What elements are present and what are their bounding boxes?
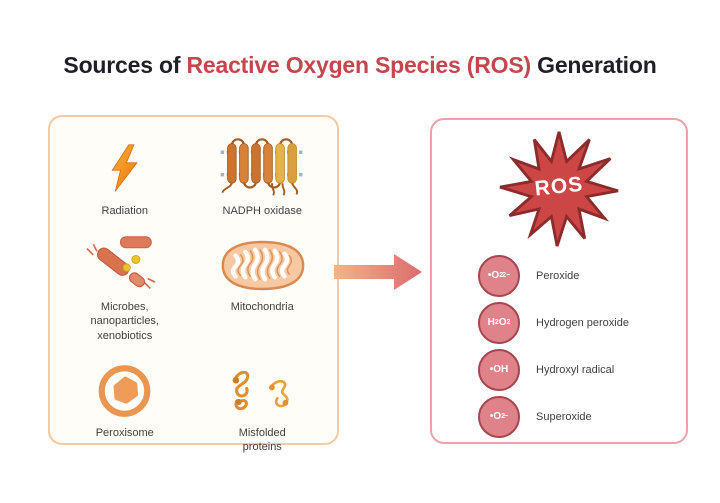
source-nadph-oxidase: NADPH oxidase xyxy=(194,135,332,235)
page-title: Sources of Reactive Oxygen Species (ROS)… xyxy=(0,52,720,79)
species-label: Superoxide xyxy=(536,410,592,423)
ros-star-label: ROS xyxy=(533,172,585,201)
species-row-hydroxyl-radical: •OH Hydroxyl radical xyxy=(478,348,686,391)
hydroxyl-radical-formula-badge: •OH xyxy=(478,348,520,391)
source-mitochondria: Mitochondria xyxy=(194,235,332,363)
source-label: NADPH oxidase xyxy=(222,205,302,217)
source-radiation: Radiation xyxy=(56,135,194,235)
title-suffix: Generation xyxy=(530,52,657,78)
mitochondrion-icon xyxy=(215,235,309,293)
source-label: Misfolded proteins xyxy=(238,427,286,454)
title-highlight: Reactive Oxygen Species (ROS) xyxy=(186,52,531,78)
species-label: Peroxide xyxy=(536,269,580,282)
species-label: Hydroxyl radical xyxy=(536,363,615,376)
starburst-icon xyxy=(499,131,619,247)
lightning-bolt-icon xyxy=(107,135,143,197)
title-prefix: Sources of xyxy=(63,52,187,78)
protein-squiggle-icon xyxy=(225,363,299,419)
source-label: Peroxisome xyxy=(95,427,154,439)
bacteria-icon xyxy=(82,235,168,293)
source-label: Mitochondria xyxy=(230,301,294,313)
source-peroxisome: Peroxisome xyxy=(56,363,194,455)
flow-arrow-icon xyxy=(334,250,424,294)
membrane-protein-icon xyxy=(214,135,310,197)
source-microbes: Microbes, nanoparticles, xenobiotics xyxy=(56,235,194,363)
source-label: Radiation xyxy=(101,205,148,217)
sources-panel: Radiation xyxy=(48,115,339,453)
source-label: Microbes, nanoparticles, xenobiotics xyxy=(90,301,160,342)
source-misfolded-proteins: Misfolded proteins xyxy=(194,363,332,455)
peroxisome-icon xyxy=(96,363,153,419)
species-label: Hydrogen peroxide xyxy=(536,316,629,329)
ros-starburst: ROS xyxy=(492,130,626,248)
